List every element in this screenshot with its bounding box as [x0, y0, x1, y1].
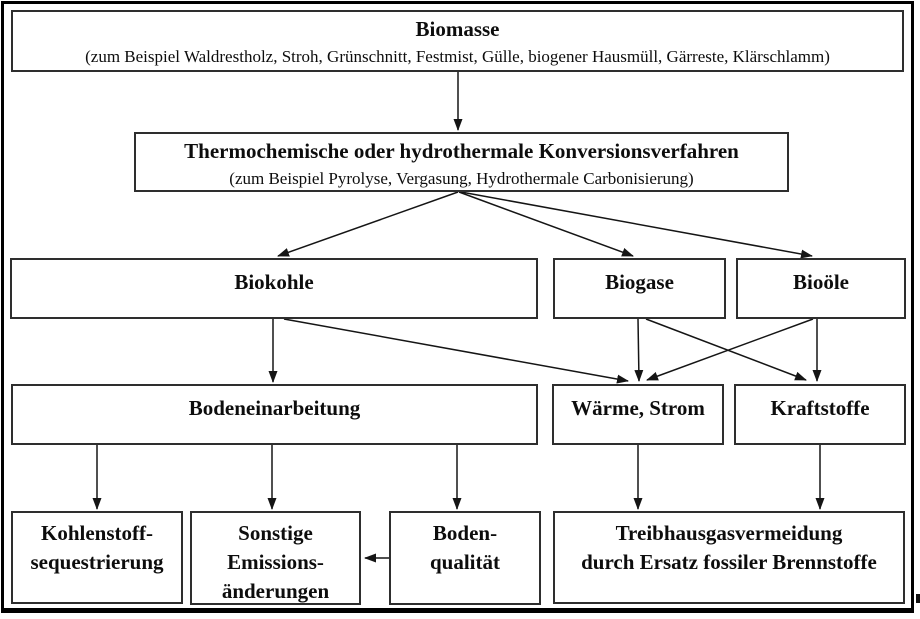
node-konversionsverfahren: Thermochemische oder hydrothermale Konve… — [134, 132, 789, 192]
node-biomasse: Biomasse (zum Beispiel Waldrestholz, Str… — [11, 10, 904, 72]
arrow-konversion-to-biogase — [458, 191, 634, 257]
node-biooele-label: Bioöle — [793, 270, 849, 294]
node-biokohle: Biokohle — [10, 258, 538, 319]
node-biogase-label: Biogase — [605, 270, 674, 294]
node-biomasse-subtitle: (zum Beispiel Waldrestholz, Stroh, Grüns… — [85, 47, 830, 66]
node-biooele: Bioöle — [736, 258, 906, 319]
node-biomasse-title: Biomasse — [415, 17, 500, 41]
node-bodeneinarbeitung-label: Bodeneinarbeitung — [188, 396, 361, 420]
node-kohlenstoffsequestrierung-label: Kohlenstoff- sequestrierung — [30, 521, 164, 574]
node-bodenqualitaet-label: Boden- qualität — [429, 521, 500, 574]
node-biokohle-label: Biokohle — [234, 270, 314, 294]
node-biogase: Biogase — [553, 258, 726, 319]
node-kohlenstoffsequestrierung: Kohlenstoff- sequestrierung — [11, 511, 183, 604]
arrow-biooele-to-waerme-strom — [646, 318, 814, 381]
cropped-caption-mark — [916, 594, 920, 603]
node-sonstige-emissionsaenderungen-label: Sonstige Emissions- änderungen — [221, 521, 330, 603]
node-treibhausgasvermeidung: Treibhausgasvermeidung durch Ersatz foss… — [553, 511, 905, 604]
node-sonstige-emissionsaenderungen: Sonstige Emissions- änderungen — [190, 511, 361, 605]
node-kraftstoffe: Kraftstoffe — [734, 384, 906, 445]
node-konversionsverfahren-title: Thermochemische oder hydrothermale Konve… — [184, 139, 739, 163]
node-kraftstoffe-label: Kraftstoffe — [770, 396, 870, 420]
arrow-biogase-to-kraftstoffe — [645, 318, 807, 381]
arrow-konversion-to-biooele — [460, 191, 813, 259]
node-bodenqualitaet: Boden- qualität — [389, 511, 541, 605]
node-waerme-strom-label: Wärme, Strom — [571, 396, 705, 420]
node-treibhausgasvermeidung-label: Treibhausgasvermeidung durch Ersatz foss… — [581, 521, 877, 574]
node-bodeneinarbeitung: Bodeneinarbeitung — [11, 384, 538, 445]
arrow-biogase-to-waerme-strom — [634, 318, 644, 382]
node-waerme-strom: Wärme, Strom — [552, 384, 724, 445]
arrow-konversion-to-biokohle — [277, 191, 459, 257]
arrow-biokohle-to-waerme-strom — [283, 318, 629, 384]
node-konversionsverfahren-subtitle: (zum Beispiel Pyrolyse, Vergasung, Hydro… — [229, 169, 694, 188]
